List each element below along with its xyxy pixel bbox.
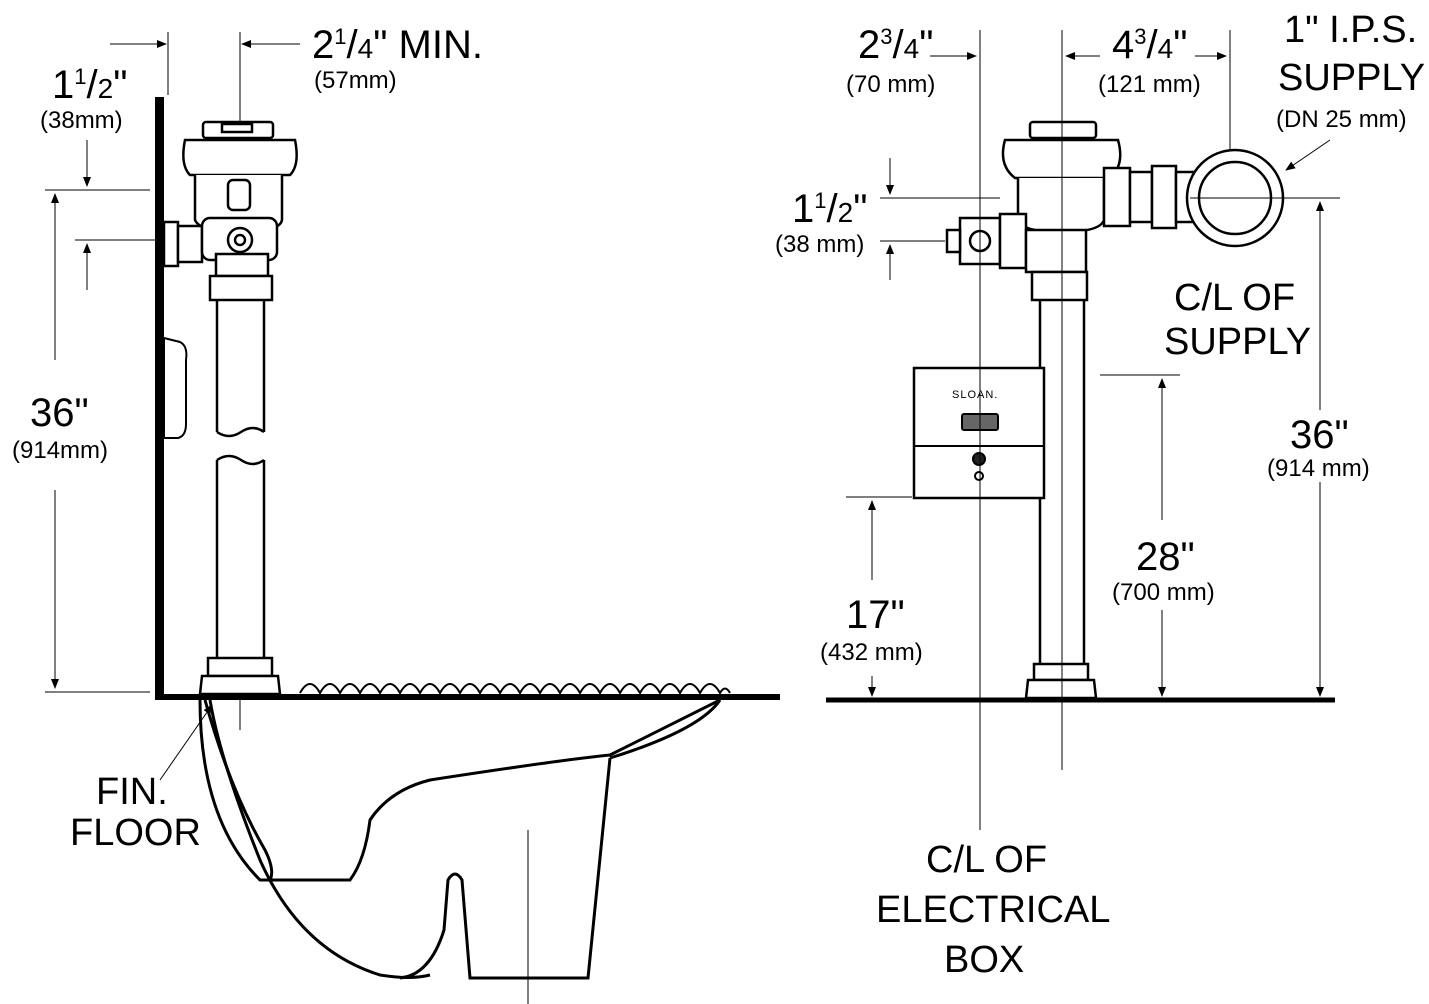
front-view [826, 30, 1340, 830]
svg-text:FIN.: FIN. [96, 771, 168, 813]
svg-text:(914mm): (914mm) [12, 437, 108, 464]
svg-text:36": 36" [1290, 413, 1349, 457]
svg-text:(432 mm): (432 mm) [820, 639, 923, 666]
svg-text:11/2": 11/2" [792, 187, 867, 231]
svg-text:1" I.P.S.: 1" I.P.S. [1284, 9, 1417, 51]
toilet-bowl [198, 698, 721, 980]
fin-floor-label: FIN. FLOOR [70, 771, 201, 854]
svg-text:(700 mm): (700 mm) [1112, 579, 1215, 606]
brand-logo: SLOAN. [952, 389, 998, 401]
front-dim-supply-height: 36" (914 mm) [1267, 410, 1370, 482]
svg-text:11/2": 11/2" [52, 63, 127, 107]
wall-sensor-side [163, 336, 188, 439]
svg-text:ELECTRICAL: ELECTRICAL [876, 889, 1110, 931]
svg-text:BOX: BOX [944, 939, 1024, 981]
electrical-centerline-label: C/L OF ELECTRICAL BOX [876, 839, 1110, 981]
electrical-box [912, 366, 1046, 500]
front-dim-supply-offset: 43/4" (121 mm) [1098, 23, 1201, 98]
svg-text:43/4": 43/4" [1112, 23, 1187, 67]
svg-text:36": 36" [30, 391, 89, 435]
side-dim-wall-offset: 11/2" (38mm) [40, 63, 127, 134]
svg-text:(38 mm): (38 mm) [775, 231, 864, 258]
supply-centerline-label: C/L OF SUPPLY [1164, 277, 1311, 363]
svg-text:C/L OF: C/L OF [1174, 277, 1295, 319]
side-dim-min-clearance: 21/4" MIN. (57mm) [312, 23, 483, 94]
floor-tiles [299, 683, 731, 696]
indicator-light [972, 452, 986, 466]
svg-text:28": 28" [1136, 535, 1195, 579]
wall [155, 97, 164, 700]
svg-text:C/L OF: C/L OF [926, 839, 1047, 881]
svg-text:(DN 25 mm): (DN 25 mm) [1276, 106, 1407, 133]
svg-text:(57mm): (57mm) [314, 67, 397, 94]
svg-text:SUPPLY: SUPPLY [1164, 321, 1311, 363]
front-dim-stop-offset: 11/2" (38 mm) [775, 187, 867, 258]
front-dim-box-top: 28" (700 mm) [1112, 522, 1216, 608]
svg-text:FLOOR: FLOOR [70, 812, 201, 854]
svg-text:17": 17" [846, 593, 905, 637]
svg-text:SUPPLY: SUPPLY [1278, 57, 1425, 99]
svg-text:23/4": 23/4" [858, 23, 933, 67]
supply-size-label: 1" I.P.S. SUPPLY (DN 25 mm) [1276, 9, 1425, 133]
svg-text:21/4" MIN.: 21/4" MIN. [312, 23, 483, 67]
svg-text:(70 mm): (70 mm) [846, 71, 935, 98]
svg-text:(38mm): (38mm) [40, 107, 123, 134]
side-dim-height: 36" (914mm) [12, 360, 108, 490]
front-dim-box-bottom: 17" (432 mm) [818, 582, 926, 676]
svg-text:(914 mm): (914 mm) [1267, 455, 1370, 482]
side-view [45, 32, 780, 1004]
svg-text:(121 mm): (121 mm) [1098, 71, 1201, 98]
flush-valve-side [162, 120, 298, 696]
front-dim-elec-offset: 23/4" (70 mm) [846, 23, 935, 98]
